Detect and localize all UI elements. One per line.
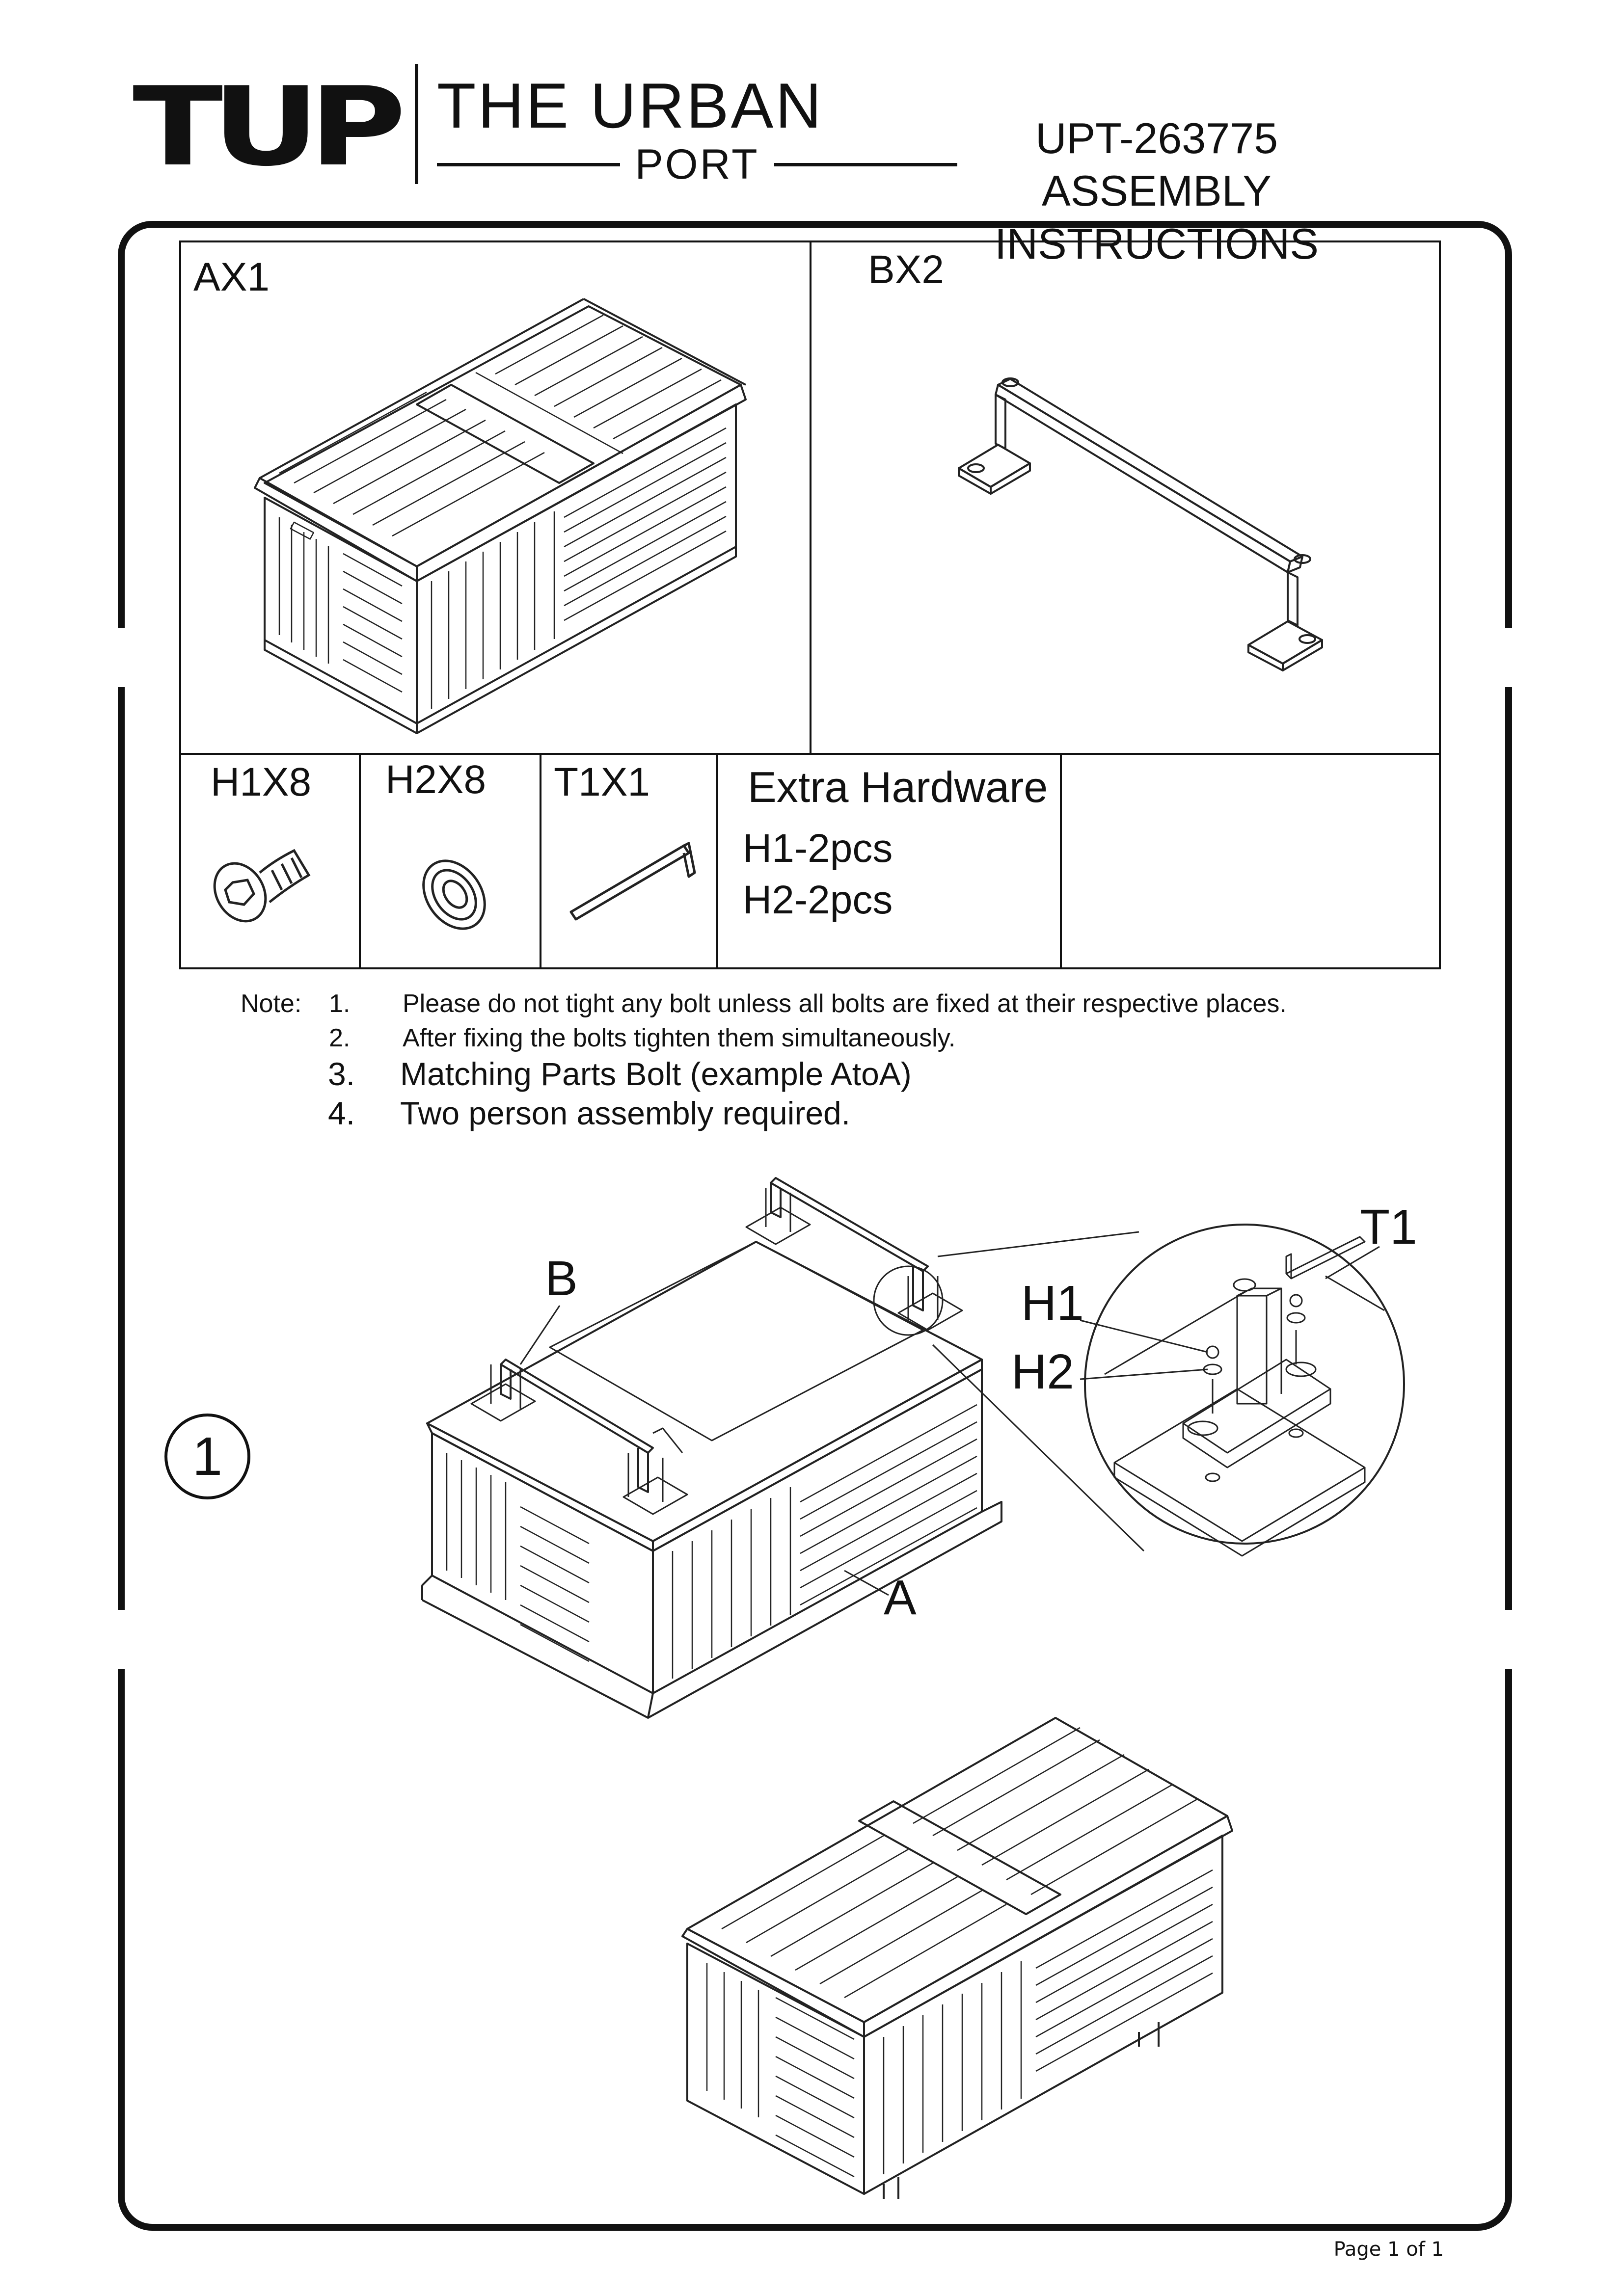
logo-mark: TUP: [133, 63, 406, 190]
note-text: After fixing the bolts tighten them simu…: [403, 1024, 956, 1052]
callout-a: A: [884, 1570, 917, 1625]
bolt-icon: [213, 849, 311, 923]
logo-name: THE URBAN: [437, 70, 824, 141]
extra-hardware-title: Extra Hardware: [748, 763, 1048, 811]
frame-notch: [1505, 628, 1512, 687]
page-frame: [118, 221, 1512, 2231]
logo-subtitle: PORT: [437, 142, 957, 187]
step-number: 1: [164, 1414, 250, 1499]
hardware-label: T1X1: [554, 760, 650, 804]
callout-t1: T1: [1360, 1200, 1417, 1255]
callout-b: B: [545, 1251, 578, 1306]
table-divider: [181, 753, 1439, 755]
model-number: UPT-263775: [1035, 114, 1278, 162]
brand-logo: TUP THE URBAN PORT: [133, 63, 957, 191]
logo-sub-text: PORT: [635, 141, 759, 188]
logo-rule-right: [774, 162, 957, 166]
table-divider: [359, 753, 361, 967]
note-number: 2.: [329, 1024, 351, 1052]
logo-divider: [415, 64, 418, 184]
frame-notch: [118, 628, 125, 687]
logo-rule-left: [437, 162, 621, 166]
note-text: Matching Parts Bolt (example AtoA): [400, 1056, 912, 1092]
extra-hardware-item: H1-2pcs: [743, 826, 893, 871]
hardware-cell-h1: H1X8: [181, 755, 359, 967]
hardware-label: H1X8: [211, 760, 312, 804]
page-indicator: Page 1 of 1: [1333, 2238, 1444, 2261]
table-divider: [1060, 753, 1062, 967]
frame-notch: [1505, 1610, 1512, 1669]
table-divider: [716, 753, 718, 967]
washer-icon: [422, 859, 486, 930]
callout-h1: H1: [1021, 1276, 1084, 1331]
note-number: 1.: [329, 989, 351, 1018]
table-divider: [810, 242, 812, 753]
hardware-cell-t1: T1X1: [541, 755, 716, 967]
extra-hardware-item: H2-2pcs: [743, 878, 893, 922]
frame-notch: [118, 1610, 125, 1669]
notes-prefix: Note:: [241, 989, 302, 1018]
note-text: Two person assembly required.: [400, 1095, 851, 1131]
note-number: 4.: [328, 1095, 355, 1131]
allen-key-icon: [569, 842, 696, 921]
extra-hardware-cell: Extra Hardware H1-2pcs H2-2pcs: [718, 755, 1060, 967]
parts-table: AX1: [179, 240, 1441, 969]
part-cell-ax1: AX1: [181, 242, 810, 753]
bracket-drawing: [958, 377, 1323, 671]
note-text: Please do not tight any bolt unless all …: [403, 989, 1287, 1018]
note-number: 3.: [328, 1056, 355, 1092]
hardware-label: H2X8: [385, 757, 487, 802]
storage-box-drawing: [254, 298, 747, 734]
part-label: AX1: [193, 255, 270, 299]
hardware-cell-h2: H2X8: [361, 755, 540, 967]
part-cell-bx2: BX2: [812, 242, 1439, 753]
table-divider: [540, 753, 541, 967]
callout-h2: H2: [1011, 1344, 1074, 1399]
part-label: BX2: [868, 247, 944, 292]
